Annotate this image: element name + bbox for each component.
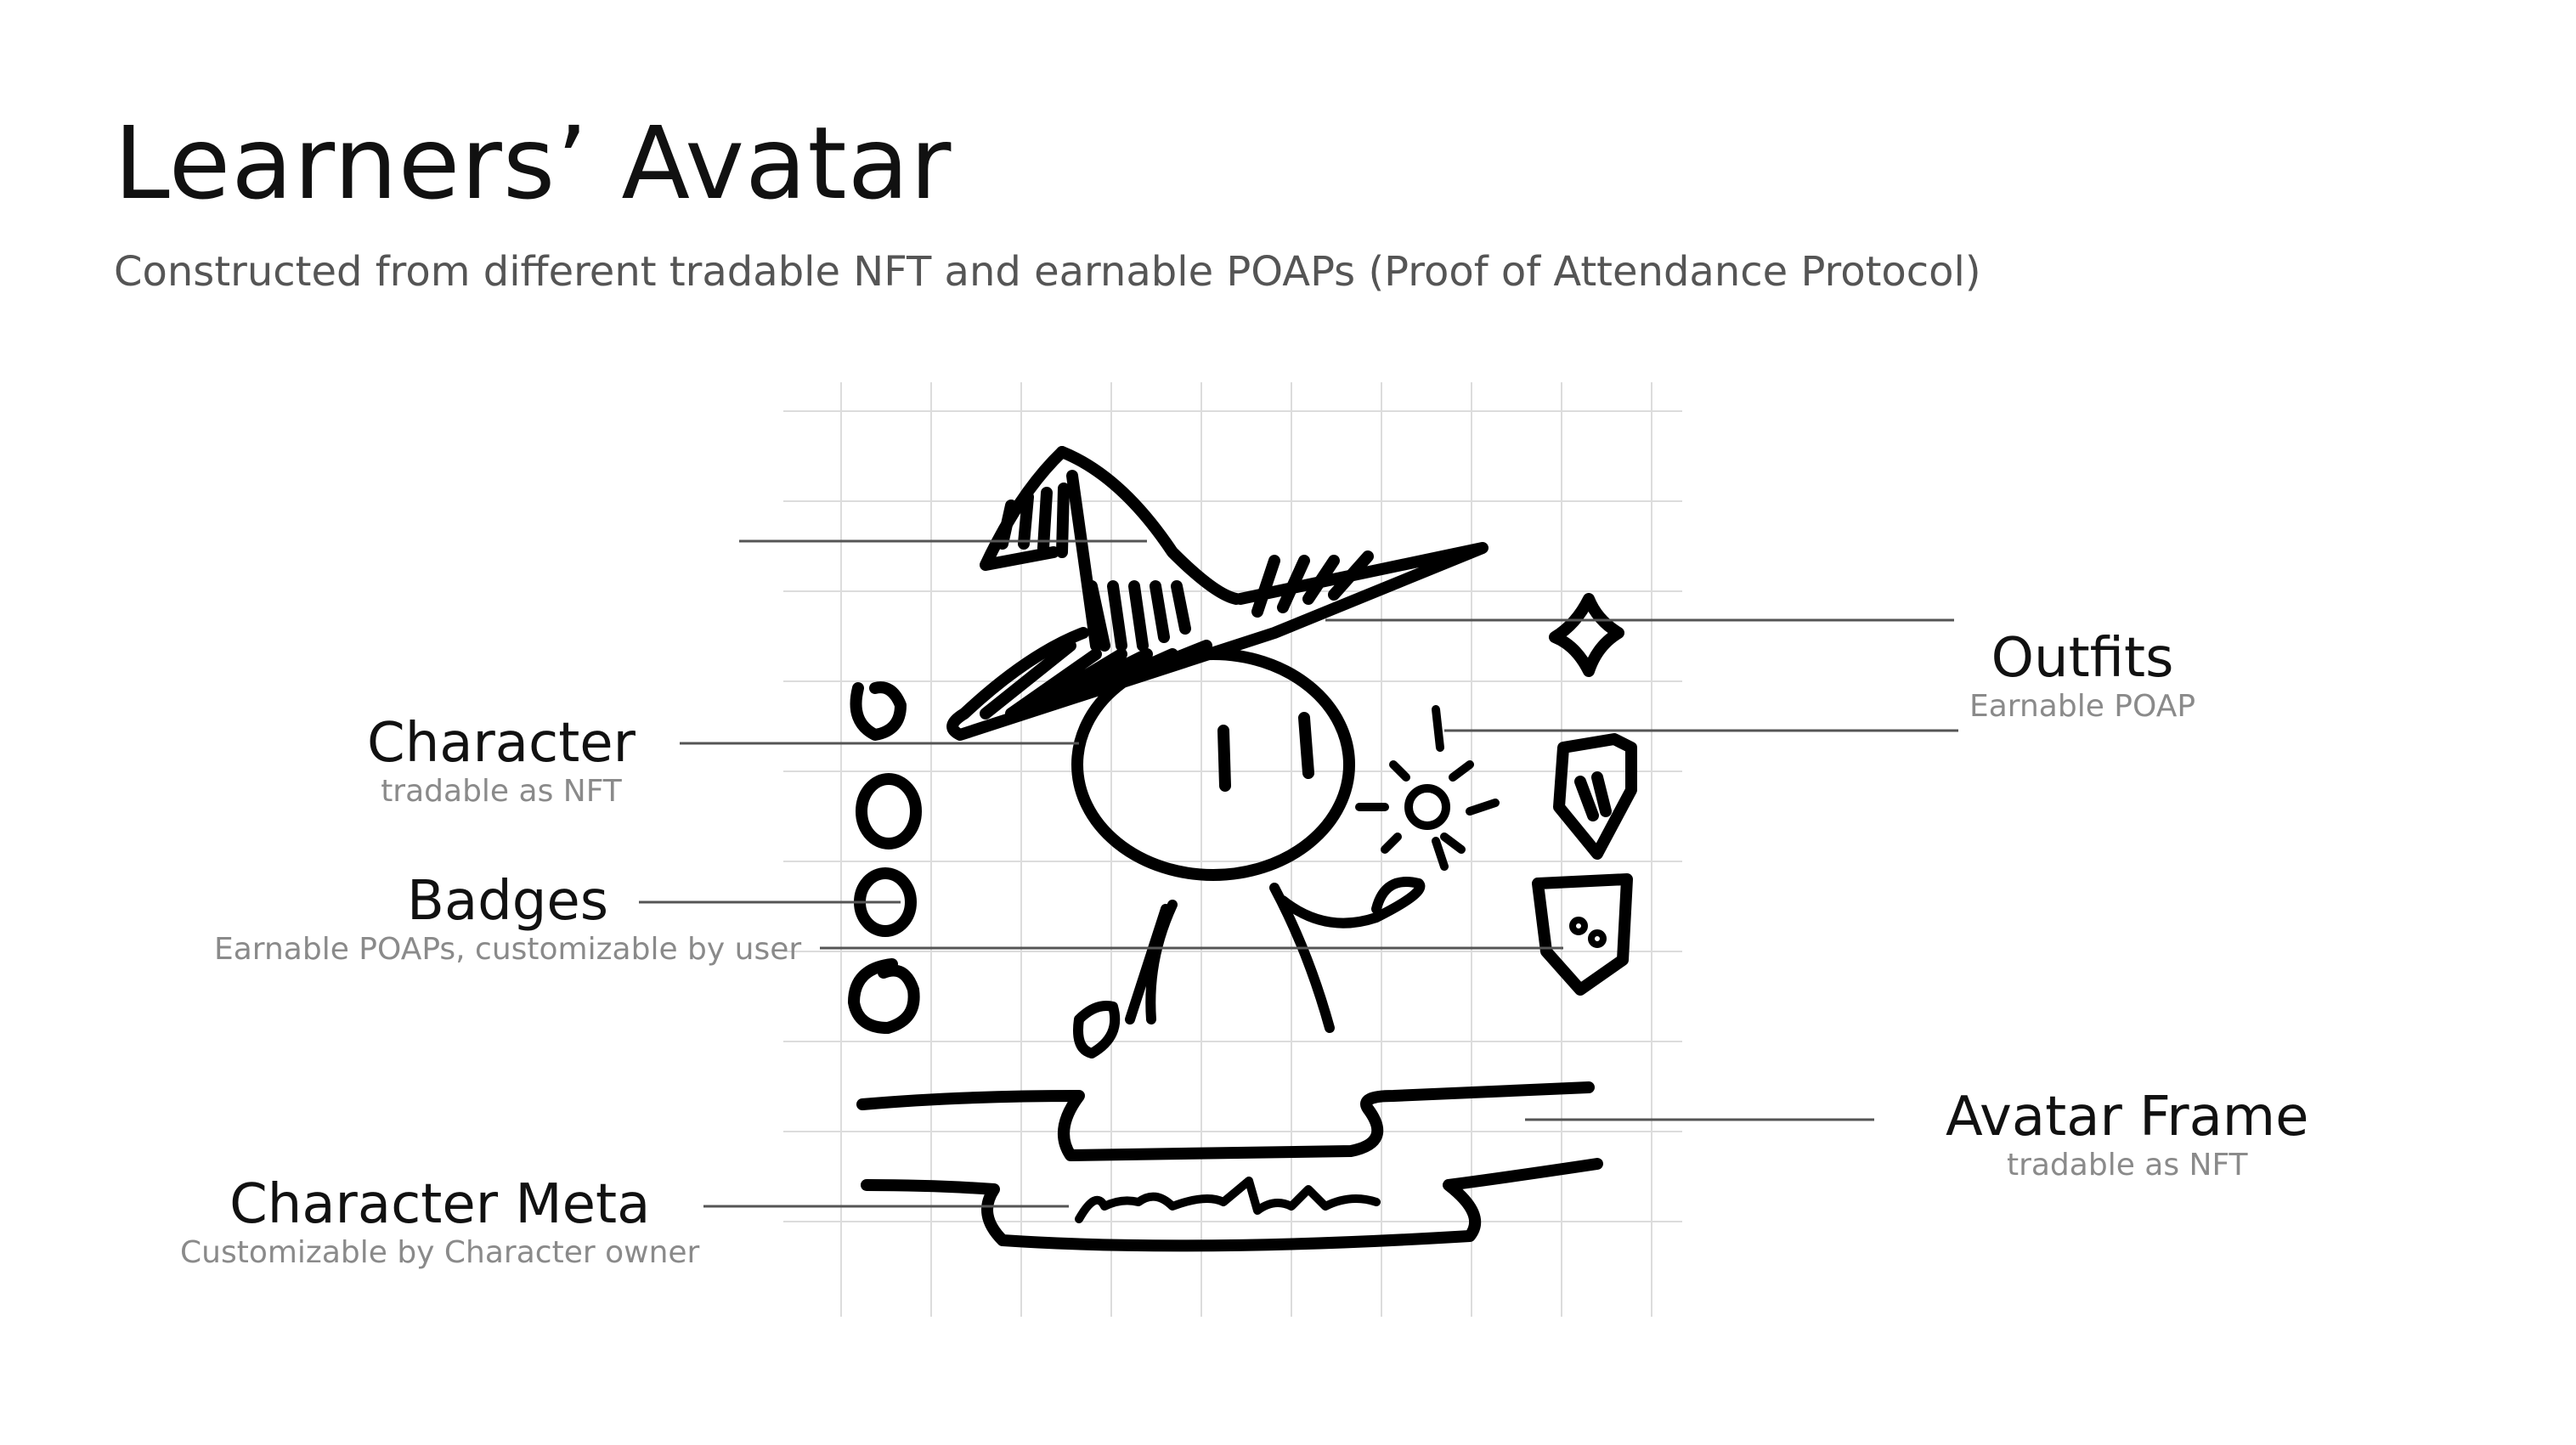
- label-character-meta: Character Meta Customizable by Character…: [180, 1175, 699, 1272]
- outfits-icon-column: [1532, 593, 1637, 996]
- label-character-title: Character: [367, 712, 636, 775]
- label-outfits-title: Outfits: [1991, 627, 2174, 690]
- avatar-drawing: [848, 446, 1637, 1252]
- leader-lines: [639, 539, 1958, 1208]
- label-avatar-frame-title: Avatar Frame: [1946, 1086, 2309, 1149]
- slide-title: Learners’ Avatar: [114, 104, 952, 222]
- label-badges-title: Badges: [407, 870, 609, 933]
- badges-icon-column: [848, 681, 922, 1034]
- character-meta-scribble-icon: [1075, 1177, 1381, 1223]
- character-head-icon: [1071, 648, 1355, 881]
- label-character-meta-subtitle: Customizable by Character owner: [180, 1235, 700, 1271]
- label-badges: Badges Earnable POAPs, customizable by u…: [214, 872, 801, 968]
- slide-subtitle: Constructed from different tradable NFT …: [114, 248, 1981, 296]
- wizard-hat-icon: [946, 446, 1489, 741]
- label-avatar-frame-subtitle: tradable as NFT: [2006, 1148, 2248, 1183]
- label-badges-subtitle: Earnable POAPs, customizable by user: [214, 932, 802, 968]
- label-outfits: Outfits Earnable POAP: [1969, 629, 2195, 725]
- label-outfits-subtitle: Earnable POAP: [1969, 689, 2196, 725]
- label-character-subtitle: tradable as NFT: [381, 774, 622, 810]
- label-character: Character tradable as NFT: [367, 714, 636, 810]
- label-character-meta-title: Character Meta: [229, 1173, 651, 1236]
- avatar-frame-icon: [856, 1081, 1603, 1252]
- magic-sparkle-icon: [1355, 705, 1500, 871]
- label-avatar-frame: Avatar Frame tradable as NFT: [1946, 1087, 2309, 1184]
